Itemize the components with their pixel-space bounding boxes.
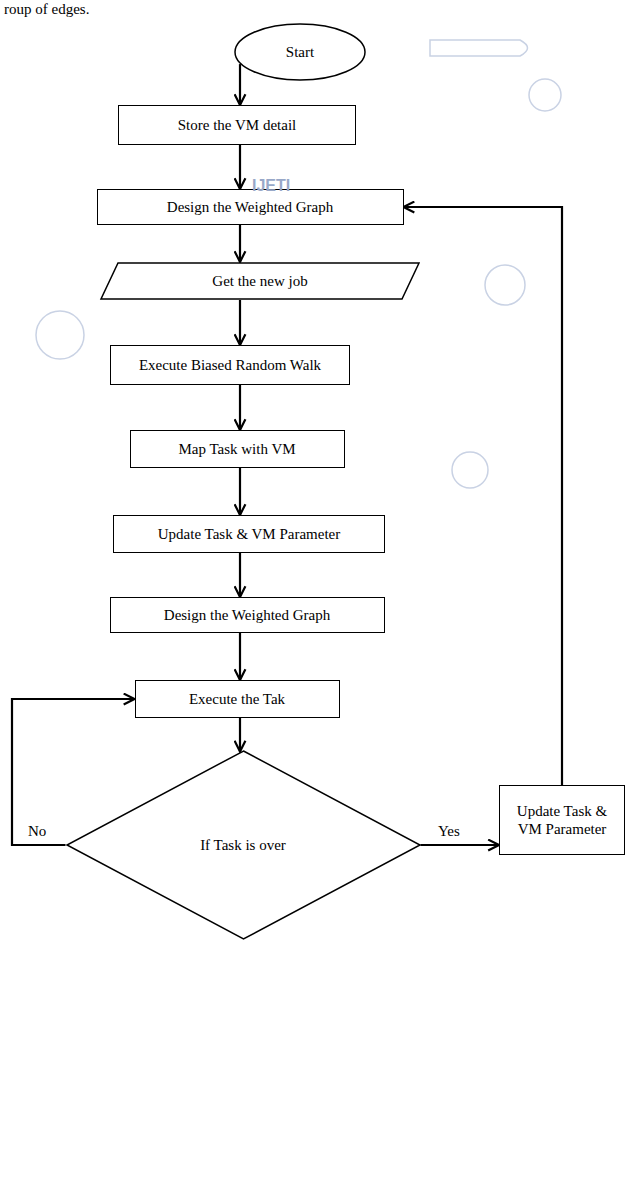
process-box: Update Task & VM Parameter — [499, 785, 625, 855]
edge-label: Yes — [436, 822, 462, 840]
input-parallelogram: Get the new job — [100, 262, 420, 300]
flow-arrow — [239, 633, 241, 680]
node-text: Design the Weighted Graph — [164, 606, 330, 624]
process-box: Design the Weighted Graph — [97, 189, 404, 225]
watermark: IJETI — [252, 176, 290, 195]
flow-arrow — [239, 64, 241, 105]
edge-label: No — [26, 822, 48, 840]
flow-arrow — [404, 207, 563, 785]
node-text: Execute the Tak — [189, 690, 285, 708]
start-terminal: Start — [234, 23, 366, 81]
flow-arrow — [239, 300, 241, 345]
node-text: Start — [286, 43, 314, 61]
node-text: Map Task with VM — [178, 440, 295, 458]
node-text: Update Task & VM Parameter — [158, 525, 341, 543]
flow-arrow — [421, 844, 500, 846]
flow-arrow — [239, 553, 241, 597]
flow-arrow — [239, 718, 241, 752]
flow-arrow — [239, 225, 241, 262]
node-text: Execute Biased Random Walk — [139, 356, 321, 374]
cut-off-text: roup of edges. — [4, 0, 89, 18]
process-box: Store the VM detail — [118, 105, 356, 145]
process-box: Update Task & VM Parameter — [113, 515, 385, 553]
process-box: Design the Weighted Graph — [110, 597, 385, 633]
node-text: Design the Weighted Graph — [167, 198, 333, 216]
process-box: Execute the Tak — [135, 680, 340, 718]
flow-arrow — [239, 145, 241, 189]
flow-arrow — [239, 385, 241, 430]
process-box: Execute Biased Random Walk — [110, 345, 350, 385]
node-text: Update Task & VM Parameter — [509, 802, 615, 838]
node-text: If Task is over — [200, 836, 286, 854]
flow-arrow — [239, 468, 241, 515]
decision-diamond: If Task is over — [66, 750, 421, 940]
node-text: Get the new job — [212, 272, 307, 290]
node-text: Store the VM detail — [178, 116, 296, 134]
process-box: Map Task with VM — [130, 430, 345, 468]
